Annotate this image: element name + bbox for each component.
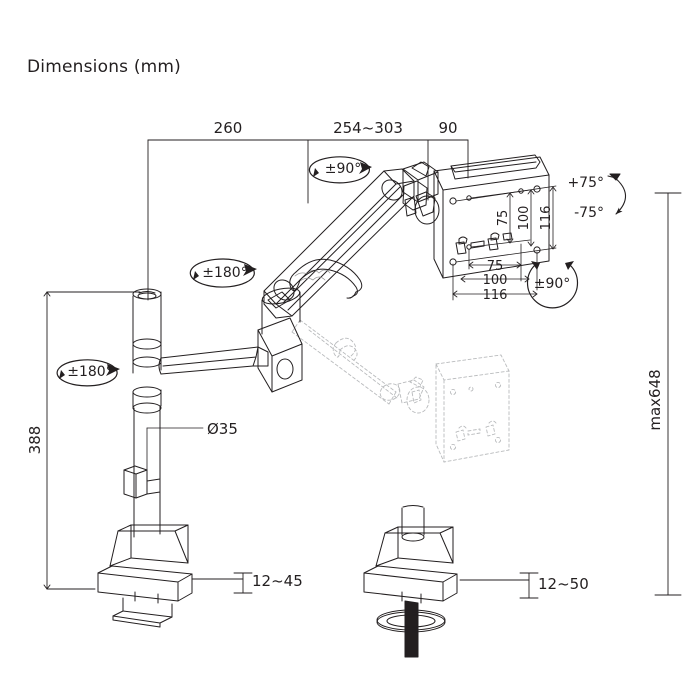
desk-clamp-base [97, 524, 193, 628]
label-pole-rotation-upper-180: ±180° [202, 265, 247, 281]
dim-12-50: 12~50 [538, 575, 589, 593]
vesa-horizontal-dimensions [452, 243, 538, 301]
dim-260: 260 [214, 119, 243, 137]
dim-254-303: 254~303 [333, 119, 403, 137]
dim-90: 90 [438, 119, 457, 137]
screen-rotation-symbol [526, 264, 579, 309]
screen-rotation-arrowheads [531, 261, 574, 270]
dim-max648: max648 [646, 369, 664, 430]
vertical-pole [123, 288, 162, 538]
arm-swivel-symbol [308, 156, 370, 184]
lower-arm [158, 346, 269, 375]
dim-vesa-v-75: 75 [496, 210, 511, 227]
label-tilt-up-75: +75° [567, 175, 604, 191]
page-title: Dimensions (mm) [27, 57, 182, 77]
dim-12-45: 12~45 [252, 572, 303, 590]
label-pole-rotation-lower-180: ±180° [67, 364, 112, 380]
pole-rotation-upper-arrowhead [193, 264, 257, 280]
tilt-arc-head [609, 173, 621, 181]
arm-swivel-arrowhead [313, 162, 372, 177]
dim-vesa-h-116: 116 [483, 288, 508, 303]
ghost-arm-assembly [291, 319, 510, 463]
gas-spring-arm [263, 168, 415, 319]
label-tilt-down-75: -75° [574, 205, 604, 221]
grommet-thickness-dimension [459, 572, 539, 599]
grommet-base [363, 505, 458, 658]
dim-vesa-v-116: 116 [539, 206, 554, 231]
label-arm-swivel-90: ±90° [325, 161, 362, 177]
dim-diameter-35: Ø35 [207, 420, 238, 438]
arm-elbow-joint [257, 287, 303, 393]
vesa-vertical-dimensions [455, 185, 557, 263]
pole-diameter-leader [146, 427, 204, 471]
label-screen-rotation-90: ±90° [534, 276, 571, 292]
dim-vesa-h-75: 75 [487, 259, 504, 274]
tilt-arc [607, 175, 627, 215]
pole-rotation-lower-arrowhead [59, 364, 120, 379]
dim-388: 388 [26, 426, 44, 455]
pole-height-dimension [43, 291, 141, 590]
dim-vesa-v-100: 100 [517, 206, 532, 231]
dim-vesa-h-100: 100 [483, 273, 508, 288]
clamp-thickness-dimension [191, 572, 253, 594]
max-height-dimension [654, 192, 682, 596]
